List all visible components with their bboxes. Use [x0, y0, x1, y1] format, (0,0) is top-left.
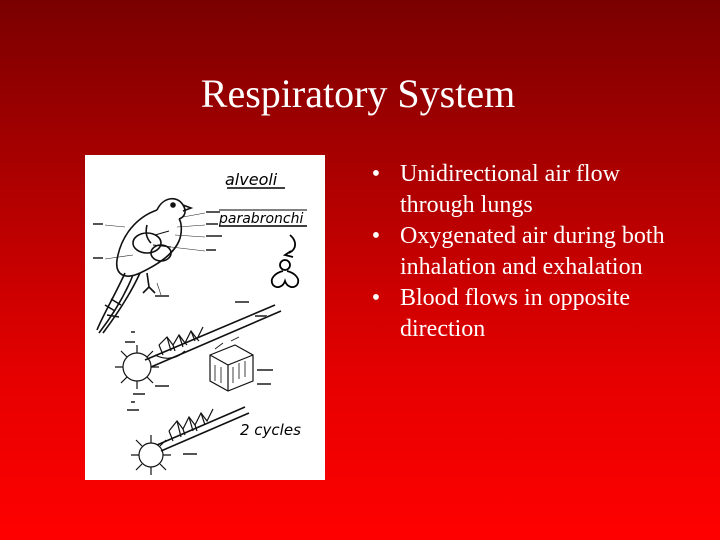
bullet-text: Blood flows in opposite direction — [400, 285, 631, 342]
bird-body-icon — [115, 209, 183, 277]
bullet-item: • Blood flows in opposite direction — [366, 283, 696, 345]
bullet-glyph: • — [371, 161, 381, 187]
gas-exchange-cycle-icon-2 — [131, 406, 250, 475]
gas-exchange-cycle-icon — [115, 304, 282, 392]
alveoli-handwritten-label: alveoli — [225, 170, 278, 189]
bird-respiratory-diagram-icon: alveoli parabronchi 2 cycles — [93, 170, 307, 475]
two-cycles-handwritten-label: 2 cycles — [240, 421, 301, 439]
bullet-text: Unidirectional air flow through lungs — [400, 161, 620, 218]
bird-head-icon — [156, 197, 186, 220]
bullet-item: • Unidirectional air flow through lungs — [366, 159, 696, 221]
bullet-glyph: • — [371, 223, 381, 249]
respiratory-diagram-figure: alveoli parabronchi 2 cycles — [85, 155, 325, 480]
bullet-glyph: • — [371, 285, 381, 311]
bullet-text: Oxygenated air during both inhalation an… — [400, 223, 665, 280]
alveolus-icon — [270, 234, 300, 288]
bullet-item: • Oxygenated air during both inhalation … — [366, 221, 696, 283]
bullet-list: • Unidirectional air flow through lungs … — [366, 159, 696, 345]
parabronchi-handwritten-label: parabronchi — [218, 211, 303, 227]
slide-title: Respiratory System — [200, 71, 516, 116]
